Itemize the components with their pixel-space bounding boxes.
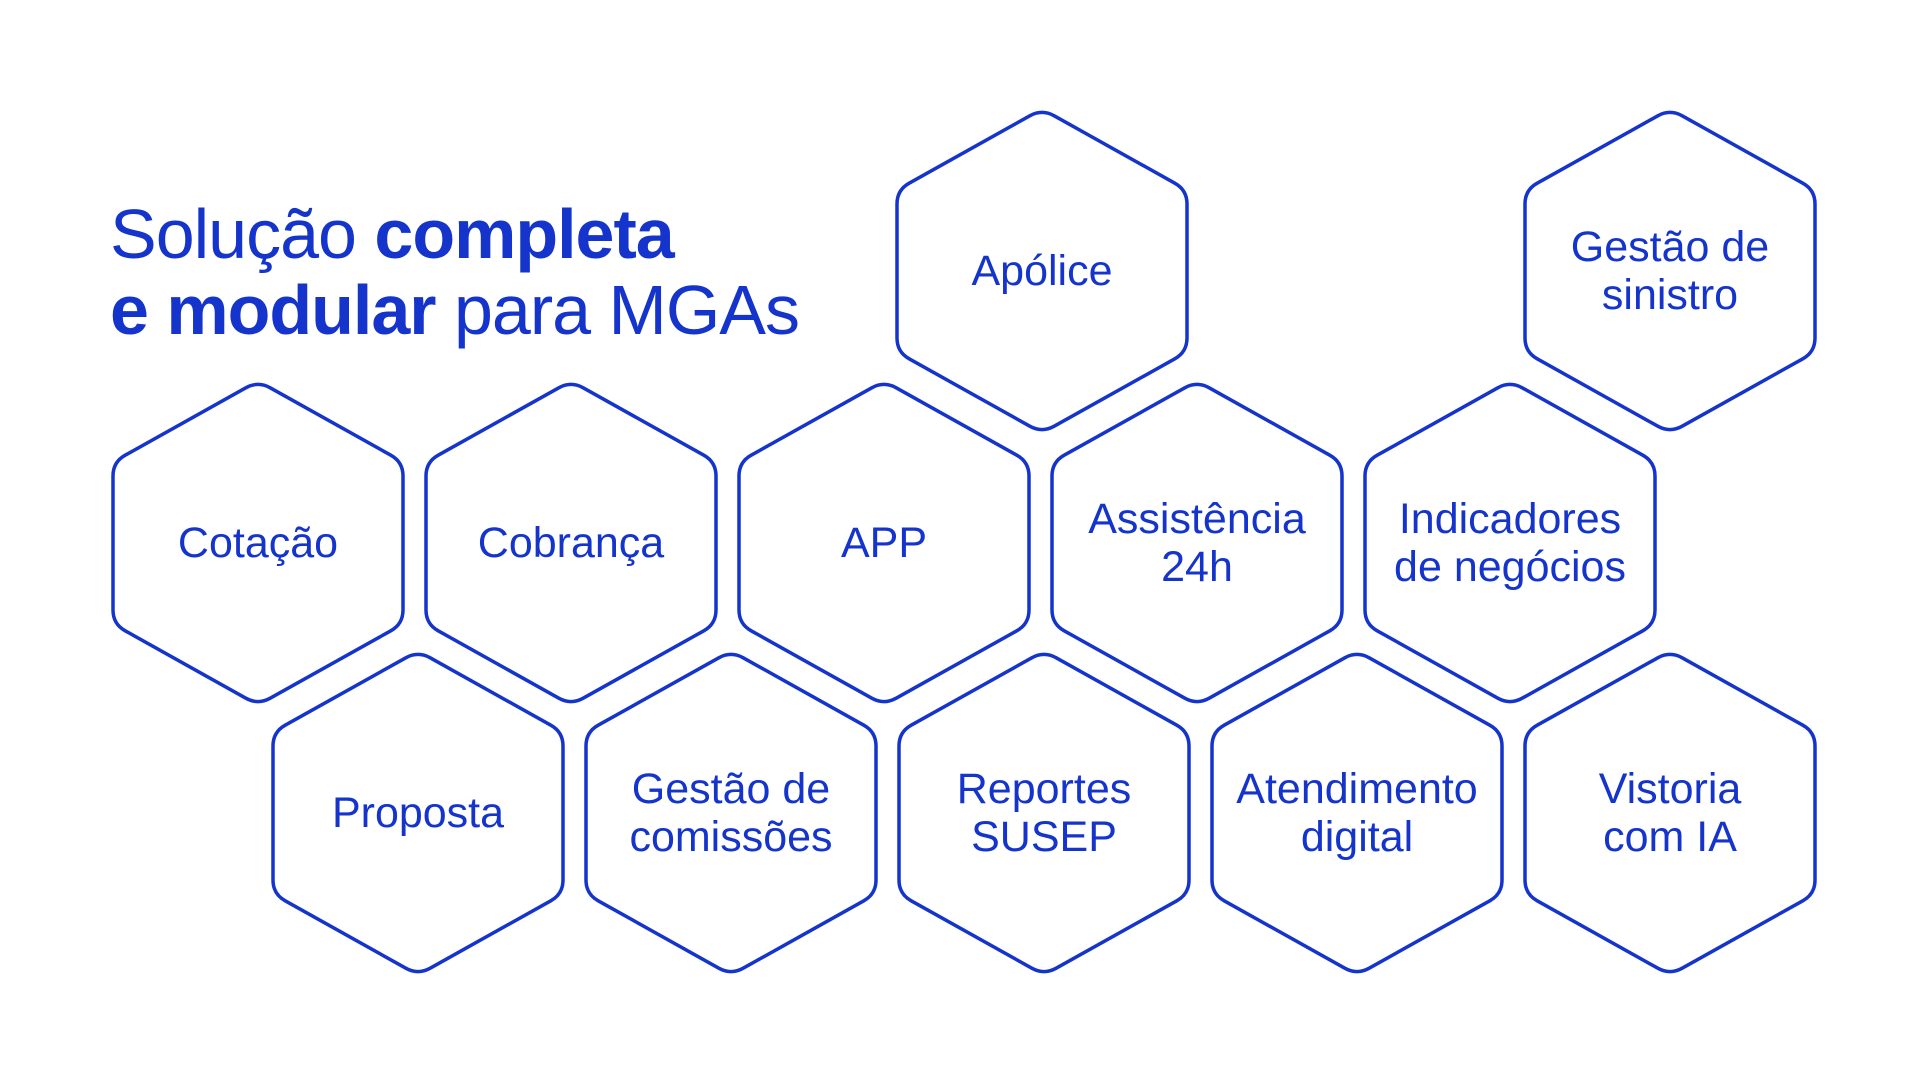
module-label: SUSEP [971,813,1117,861]
module-label: Indicadores [1399,495,1621,543]
module-label: Cotação [178,519,338,567]
hexagon-shape [1050,382,1344,704]
module-label: digital [1301,813,1413,861]
page-title: Solução completa e modular para MGAs [110,196,800,349]
hexagon-shape [1363,382,1657,704]
module-label: Cobrança [478,519,665,567]
title-bold-1: completa [374,195,674,273]
title-regular-2: para MGAs [435,271,800,349]
module-label: Assistência [1088,495,1306,543]
module-label: APP [841,519,927,567]
hexagon-shape [584,652,878,974]
title-line-2: e modular para MGAs [110,271,800,349]
hexagon-shape [111,382,405,704]
hexagon-shape [424,382,718,704]
module-label: Atendimento [1236,765,1477,813]
module-hex-cobranca: Cobrança [424,382,718,704]
hexagon-shape [1523,652,1817,974]
hexagon-shape [1523,110,1817,432]
hexagon-shape [737,382,1031,704]
module-label: comissões [629,813,832,861]
hexagon-shape [1210,652,1504,974]
module-label: Reportes [957,765,1131,813]
module-label: 24h [1161,543,1233,591]
module-hex-cotacao: Cotação [111,382,405,704]
module-label: sinistro [1602,271,1738,319]
module-label: Gestão de [1571,223,1769,271]
title-line-1: Solução completa [110,196,799,272]
module-label: Apólice [971,247,1112,295]
module-label: Proposta [332,789,504,837]
module-hex-app: APP [737,382,1031,704]
module-label: de negócios [1394,543,1626,591]
hexagon-shape [897,652,1191,974]
module-label: Gestão de [632,765,830,813]
module-label: Vistoria [1599,765,1742,813]
module-label: com IA [1603,813,1737,861]
title-regular-1: Solução [110,195,375,273]
module-hex-apolice: Apólice [895,110,1189,432]
hexagon-shape [895,110,1189,432]
module-hex-proposta: Proposta [271,652,565,974]
title-bold-2: e modular [110,271,437,349]
hexagon-shape [271,652,565,974]
